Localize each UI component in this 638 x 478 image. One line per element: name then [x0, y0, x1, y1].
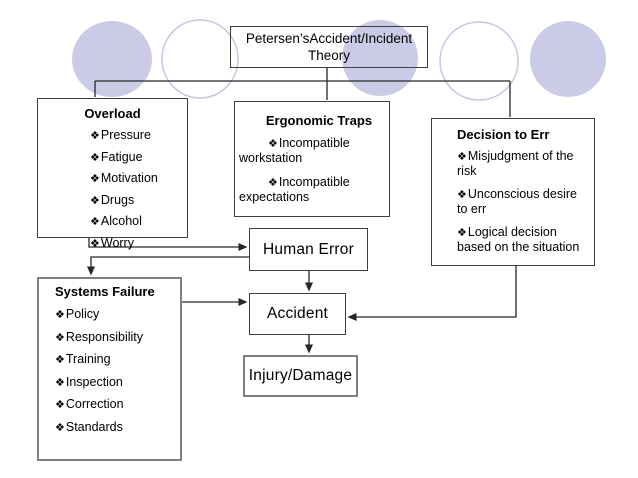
- ergonomic-traps-box: Ergonomic Traps ❖Incompatible workstatio…: [234, 101, 390, 217]
- diamond-bullet-icon: ❖: [55, 421, 65, 434]
- slide-title: Petersen’sAccident/Incident Theory: [246, 30, 412, 64]
- list-item: ❖Incompatible expectations: [239, 175, 367, 204]
- diamond-bullet-icon: ❖: [457, 189, 467, 201]
- list-item-label: Drugs: [100, 192, 135, 207]
- title-box: Petersen’sAccident/Incident Theory: [230, 26, 428, 68]
- diamond-bullet-icon: ❖: [457, 227, 467, 239]
- diamond-bullet-icon: ❖: [90, 151, 100, 164]
- diamond-bullet-icon: ❖: [55, 376, 65, 389]
- accident-box: Accident: [249, 293, 346, 335]
- list-item: ❖Unconscious desire to err: [457, 187, 586, 216]
- systems-failure-box: Systems Failure ❖Policy❖Responsibility❖T…: [37, 277, 182, 461]
- list-item-label: Pressure: [100, 128, 151, 142]
- arrow-human-error-to-systems-failure: [87, 256, 249, 276]
- diamond-bullet-icon: ❖: [268, 177, 278, 189]
- list-item-label: Fatigue: [100, 149, 143, 164]
- overload-heading: Overload: [84, 106, 141, 121]
- decision-to-err-heading: Decision to Err: [457, 127, 550, 142]
- diamond-bullet-icon: ❖: [55, 399, 65, 411]
- decorative-circle-filled: [72, 21, 152, 97]
- diamond-bullet-icon: ❖: [90, 216, 100, 228]
- diamond-bullet-icon: ❖: [90, 237, 100, 250]
- diamond-bullet-icon: ❖: [55, 354, 65, 366]
- decorative-circle-outline: [161, 19, 239, 99]
- list-item: ❖Drugs: [90, 192, 187, 209]
- title-line-1: Petersen’sAccident/Incident: [245, 31, 413, 46]
- diamond-bullet-icon: ❖: [90, 130, 100, 142]
- accident-label: Accident: [266, 305, 329, 322]
- list-item: ❖Responsibility: [55, 329, 180, 346]
- list-item: ❖Pressure: [90, 128, 187, 144]
- list-item: ❖Incompatible workstation: [239, 136, 367, 165]
- list-item: ❖Logical decision based on the situation: [457, 225, 586, 254]
- human-error-label: Human Error: [263, 240, 354, 258]
- injury-damage-box: Injury/Damage: [243, 355, 358, 397]
- list-item-label: Inspection: [65, 374, 123, 389]
- arrow-overload-to-human-error: [88, 237, 248, 251]
- list-item: ❖Fatigue: [90, 149, 187, 166]
- systems-failure-list: ❖Policy❖Responsibility❖Training❖Inspecti…: [39, 307, 180, 436]
- list-item-label: Incompatible workstation: [239, 136, 350, 165]
- list-item: ❖Worry: [90, 235, 187, 252]
- overload-box: Overload ❖Pressure❖Fatigue❖Motivation❖Dr…: [37, 98, 188, 250]
- list-item: ❖Correction: [55, 397, 180, 413]
- list-item: ❖Inspection: [55, 374, 180, 391]
- decorative-circle-filled: [342, 20, 418, 96]
- list-item-label: Incompatible expectations: [239, 175, 350, 204]
- list-item-label: Logical decision based on the situation: [457, 225, 580, 254]
- ergonomic-traps-list: ❖Incompatible workstation❖Incompatible e…: [235, 136, 389, 204]
- overload-list: ❖Pressure❖Fatigue❖Motivation❖Drugs❖Alcoh…: [38, 128, 187, 252]
- list-item: ❖Alcohol: [90, 214, 187, 230]
- ergonomic-traps-heading: Ergonomic Traps: [265, 113, 373, 128]
- list-item-label: Policy: [65, 307, 100, 321]
- list-item-label: Unconscious desire to err: [457, 187, 577, 216]
- human-error-box: Human Error: [249, 228, 368, 271]
- list-item-label: Misjudgment of the risk: [457, 149, 574, 178]
- diamond-bullet-icon: ❖: [268, 138, 278, 150]
- diamond-bullet-icon: ❖: [55, 309, 65, 321]
- list-item: ❖Standards: [55, 419, 180, 436]
- list-item: ❖Policy: [55, 307, 180, 323]
- list-item: ❖Motivation: [90, 171, 187, 187]
- list-item-label: Training: [65, 352, 111, 366]
- list-item: ❖Training: [55, 352, 180, 368]
- list-item-label: Worry: [100, 235, 134, 250]
- list-item-label: Alcohol: [100, 214, 142, 228]
- decision-to-err-box: Decision to Err ❖Misjudgment of the risk…: [431, 118, 595, 266]
- decorative-circle-outline: [439, 21, 519, 101]
- list-item-label: Correction: [65, 397, 124, 411]
- title-line-2: Theory: [307, 48, 350, 63]
- list-item-label: Responsibility: [65, 329, 143, 344]
- diamond-bullet-icon: ❖: [90, 194, 100, 207]
- decorative-circle-filled: [530, 21, 606, 97]
- injury-damage-label: Injury/Damage: [248, 367, 353, 384]
- arrow-decision-to-err-to-accident: [347, 266, 517, 321]
- systems-failure-heading: Systems Failure: [55, 284, 155, 299]
- list-item: ❖Misjudgment of the risk: [457, 149, 586, 178]
- list-item-label: Standards: [65, 419, 123, 434]
- decision-to-err-list: ❖Misjudgment of the risk❖Unconscious des…: [432, 149, 594, 254]
- diamond-bullet-icon: ❖: [90, 173, 100, 185]
- list-item-label: Motivation: [100, 171, 158, 185]
- diamond-bullet-icon: ❖: [55, 331, 65, 344]
- diamond-bullet-icon: ❖: [457, 151, 467, 163]
